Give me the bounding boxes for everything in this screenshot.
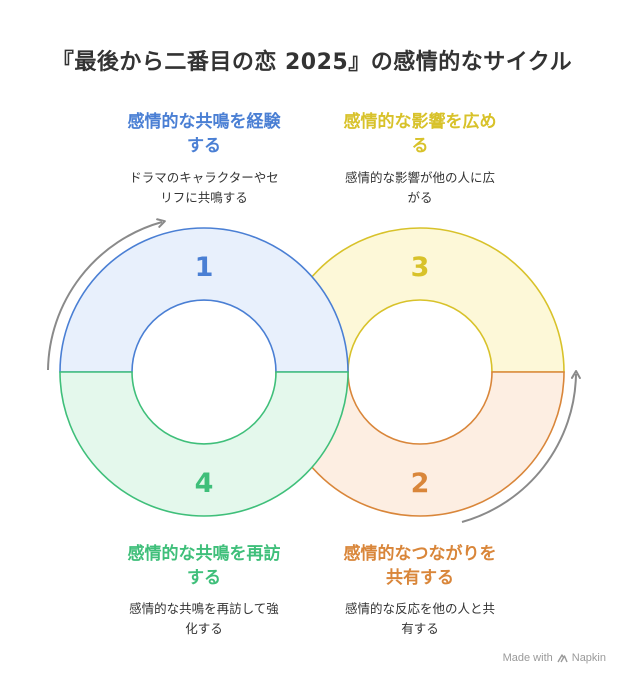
curved-arrow-icon: [47, 218, 166, 371]
ring-segment-4: [59, 371, 349, 517]
ring-segment-3: [275, 227, 565, 373]
step-number-3: 3: [411, 252, 430, 283]
step-1-title: 感情的な共鳴を経験 する: [127, 112, 281, 156]
step-number-2: 2: [411, 468, 430, 499]
step-number-1: 1: [195, 252, 214, 283]
ring-segment-1: [59, 227, 349, 373]
step-2-title: 感情的なつながりを 共有する: [343, 544, 497, 588]
made-with-label: Made with: [502, 652, 553, 664]
step-2-description: 感情的な反応を他の人と共 有する: [344, 601, 495, 636]
made-with-napkin-badge[interactable]: Made with Napkin: [503, 652, 606, 664]
step-4-title: 感情的な共鳴を再訪 する: [127, 544, 281, 588]
curved-arrow-icon: [461, 370, 581, 523]
napkin-label: Napkin: [571, 652, 606, 664]
step-1-description: ドラマのキャラクターやセ リフに共鳴する: [129, 170, 279, 205]
step-3-title: 感情的な影響を広め る: [343, 112, 497, 156]
step-4-description: 感情的な共鳴を再訪して強 化する: [129, 601, 279, 636]
step-3-description: 感情的な影響が他の人に広 がる: [344, 170, 495, 205]
napkin-logo-icon: [557, 653, 568, 662]
diagram-title: 『最後から二番目の恋 2025』の感情的なサイクル: [51, 50, 573, 75]
step-number-4: 4: [195, 468, 214, 499]
